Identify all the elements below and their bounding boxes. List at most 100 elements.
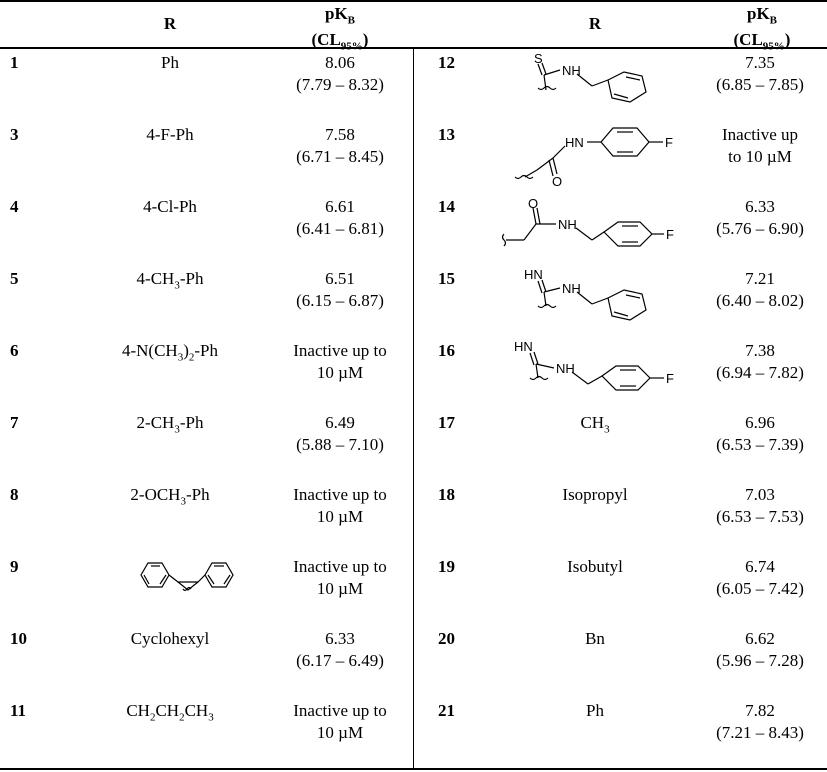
pkb-value: 7.21 bbox=[745, 269, 775, 288]
compound-number: 10 bbox=[10, 629, 27, 648]
r-group: Bn bbox=[585, 629, 605, 648]
r-group: Cyclohexyl bbox=[130, 629, 210, 648]
hn-label: HN bbox=[514, 339, 533, 354]
hn-label: HN bbox=[524, 267, 543, 282]
pkb-ci: (6.41 – 6.81) bbox=[296, 219, 384, 238]
pkb-ci: 10 µM bbox=[316, 579, 364, 598]
r-group: CH3 bbox=[580, 413, 610, 436]
table-row: 7 2-CH3-Ph 6.49 (5.88 – 7.10) bbox=[0, 412, 827, 484]
table-row: 11 CH2CH2CH3 Inactive up to 10 µM bbox=[0, 700, 827, 772]
compound-number: 17 bbox=[438, 413, 455, 432]
pkb-value: 8.06 bbox=[325, 53, 355, 72]
header-pkb-right: pKB (CL95%) bbox=[733, 4, 791, 53]
compound-number: 13 bbox=[438, 125, 455, 144]
table-row: 15 HN NH 7.21 (6.40 – 8.02) bbox=[0, 267, 827, 340]
compound-number: 7 bbox=[10, 413, 19, 432]
r-group: 4-F-Ph bbox=[146, 125, 194, 144]
pkb-value: 6.61 bbox=[325, 197, 355, 216]
sulfur-label: S bbox=[534, 51, 543, 66]
compound-number: 6 bbox=[10, 341, 19, 360]
amidine-4-fluorobenzyl-structure: HN NH F bbox=[514, 339, 674, 391]
table-row: 5 4-CH3-Ph 6.51 (6.15 – 6.87) bbox=[0, 268, 827, 340]
pkb-value: 6.33 bbox=[325, 629, 355, 648]
compound-number: 9 bbox=[10, 557, 19, 576]
compound-number: 5 bbox=[10, 269, 19, 288]
compound-number: 11 bbox=[10, 701, 27, 720]
r-group: 4-N(CH3)2-Ph bbox=[121, 341, 218, 364]
pkb-value: 6.96 bbox=[745, 413, 775, 432]
table-row: 19 Isobutyl 6.74 (6.05 – 7.42) bbox=[0, 556, 827, 628]
pkb-ci: (5.88 – 7.10) bbox=[296, 435, 384, 454]
r-group: Ph bbox=[586, 701, 604, 720]
compound-number: 1 bbox=[10, 53, 19, 72]
acetamide-4-fluorobenzyl-structure: O NH F bbox=[501, 196, 674, 247]
bottom-rule bbox=[0, 768, 827, 770]
pkb-value: Inactive up to bbox=[293, 557, 387, 576]
compound-number: 3 bbox=[10, 125, 19, 144]
pkb-value: Inactive up to bbox=[293, 701, 387, 720]
pkb-value: Inactive up bbox=[722, 125, 798, 144]
compound-number: 18 bbox=[438, 485, 455, 504]
header-r-right: R bbox=[588, 14, 602, 33]
fluorine-label: F bbox=[666, 227, 674, 242]
header-r-left: R bbox=[163, 14, 177, 33]
compound-number: 19 bbox=[438, 557, 455, 576]
pkb-value: 6.51 bbox=[325, 269, 355, 288]
pkb-value: 6.33 bbox=[745, 197, 775, 216]
pkb-ci: (6.05 – 7.42) bbox=[716, 579, 804, 598]
nh-label: NH bbox=[562, 63, 581, 78]
nh-label: NH bbox=[556, 361, 575, 376]
pkb-ci: 10 µM bbox=[316, 507, 364, 526]
r-group: 4-Cl-Ph bbox=[143, 197, 197, 216]
fluorenyl-structure bbox=[140, 562, 234, 592]
pkb-ci: (6.53 – 7.39) bbox=[716, 435, 804, 454]
pkb-value: 7.38 bbox=[745, 341, 775, 360]
compound-number: 4 bbox=[10, 197, 19, 216]
amidine-benzyl-structure: HN NH bbox=[524, 267, 647, 321]
pkb-value: 7.82 bbox=[745, 701, 775, 720]
acetamide-4-fluorophenyl-structure: HN O F bbox=[514, 127, 673, 189]
r-group: 2-CH3-Ph bbox=[136, 413, 204, 436]
compound-number: 12 bbox=[438, 53, 455, 72]
column-divider bbox=[413, 48, 414, 769]
compound-number: 15 bbox=[438, 269, 455, 288]
table-row: 21 Ph 7.82 (7.21 – 8.43) bbox=[0, 700, 827, 772]
compound-number: 16 bbox=[438, 341, 455, 360]
fluorine-label: F bbox=[666, 371, 674, 386]
table-row: 16 HN NH F 7.38 (6.94 – 7.82) bbox=[0, 339, 827, 412]
hn-label: HN bbox=[565, 135, 584, 150]
pkb-value: 6.49 bbox=[325, 413, 355, 432]
pkb-ci: 10 µM bbox=[316, 363, 364, 382]
pkb-value: 7.03 bbox=[745, 485, 775, 504]
table-row: 12 S NH 7.35 (6.85 – 7.85) bbox=[0, 51, 827, 124]
pkb-ci: (6.15 – 6.87) bbox=[296, 291, 384, 310]
r-group: 4-CH3-Ph bbox=[136, 269, 204, 292]
table-row: 6 4-N(CH3)2-Ph Inactive up to 10 µM bbox=[0, 340, 827, 412]
pkb-ci: (6.85 – 7.85) bbox=[716, 75, 804, 94]
table-row: 3 4-F-Ph 7.58 (6.71 – 8.45) bbox=[0, 124, 827, 196]
thioamide-benzyl-structure: S NH bbox=[534, 51, 647, 103]
table-row: 18 Isopropyl 7.03 (6.53 – 7.53) bbox=[0, 484, 827, 556]
pkb-value: 7.58 bbox=[325, 125, 355, 144]
pkb-value: 6.62 bbox=[745, 629, 775, 648]
pkb-ci: (5.96 – 7.28) bbox=[716, 651, 804, 670]
pkb-value: 6.74 bbox=[745, 557, 775, 576]
pkb-value: Inactive up to bbox=[293, 341, 387, 360]
table-row: 13 HN O F Inactive up to 10 µM bbox=[0, 124, 827, 196]
table-row: 1 Ph 8.06 (7.79 – 8.32) bbox=[0, 52, 827, 124]
pkb-ci: (7.79 – 8.32) bbox=[296, 75, 384, 94]
nh-label: NH bbox=[558, 217, 577, 232]
table-row: 17 CH3 6.96 (6.53 – 7.39) bbox=[0, 412, 827, 484]
pkb-ci: (6.94 – 7.82) bbox=[716, 363, 804, 382]
pkb-ci: 10 µM bbox=[316, 723, 364, 742]
pkb-ci: (6.17 – 6.49) bbox=[296, 651, 384, 670]
pkb-value: 7.35 bbox=[745, 53, 775, 72]
compound-number: 21 bbox=[438, 701, 455, 720]
compound-number: 14 bbox=[438, 197, 455, 216]
oxygen-label: O bbox=[528, 196, 538, 211]
r-group: Isopropyl bbox=[562, 485, 628, 504]
r-group: Isobutyl bbox=[567, 557, 623, 576]
pkb-ci: to 10 µM bbox=[728, 147, 792, 166]
table-row: 8 2-OCH3-Ph Inactive up to 10 µM bbox=[0, 484, 827, 556]
